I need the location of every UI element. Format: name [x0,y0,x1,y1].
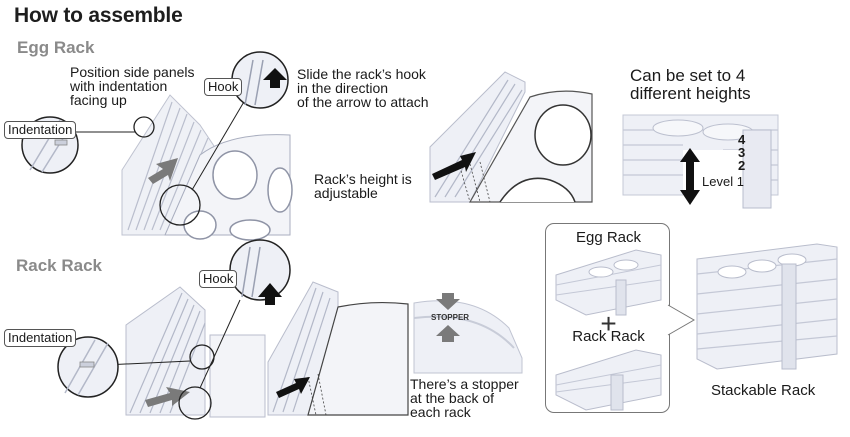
level-4: 4 [738,132,746,147]
height-arrow-icon [276,377,310,398]
stackable-rack-label: Stackable Rack [711,382,816,399]
egg-rack-product-image [555,249,662,316]
up-arrow-icon [263,68,287,88]
stopper-illustration [413,288,523,374]
slide-arrow-icon [145,387,190,407]
callout-pointer [667,304,696,336]
double-arrow-icon [680,148,700,205]
level-2: 2 [738,158,746,173]
four-heights-illustration [622,114,779,209]
egg-rack-step1-caption: Position side panels with indentation fa… [70,64,195,108]
combo-rack-rack-label: Rack Rack [572,328,645,345]
stopper-up-arrow-icon [436,325,460,342]
level-3: 3 [738,145,746,160]
page-title: How to assemble [14,4,183,27]
hook-tag: Hook [204,78,243,96]
heights-caption: Can be set to 4 different heights [630,66,751,103]
stopper-caption: There’s a stopper at the back of each ra… [410,376,519,420]
egg-tray [164,134,293,241]
combo-egg-rack-label: Egg Rack [575,229,642,246]
rack-rack-heading: Rack Rack [16,256,103,275]
indentation-tag: Indentation [4,121,77,139]
hook-tag: Hook [199,270,238,288]
up-arrow-icon [258,283,282,305]
stackable-rack-product-image [696,243,838,370]
height-adjustable-caption: Rack’s height is adjustable [314,171,412,201]
slide-arrow-icon [148,158,178,184]
combination-callout: Egg Rack + Rack Rack [545,223,670,413]
rack-rack-attached-illustration [267,281,409,416]
hook-detail-marker [159,184,201,226]
rack-rack-product-image [555,349,662,411]
indentation-detail-marker [133,116,155,138]
egg-rack-side-panel-illustration [21,51,293,241]
egg-rack-step2-caption: Slide the rack’s hook in the direction o… [297,66,429,110]
level-1: Level 1 [702,174,744,189]
stopper-label: STOPPER [431,313,470,322]
egg-rack-heading: Egg Rack [17,38,95,57]
height-arrow-icon [432,152,476,180]
stopper-down-arrow-icon [436,293,460,310]
indentation-tag: Indentation [4,329,77,347]
hook-detail-marker [178,386,212,420]
rack-rack-side-panel-illustration [57,239,291,420]
plus-icon: + [600,308,617,339]
egg-rack-attached-illustration [429,71,593,203]
